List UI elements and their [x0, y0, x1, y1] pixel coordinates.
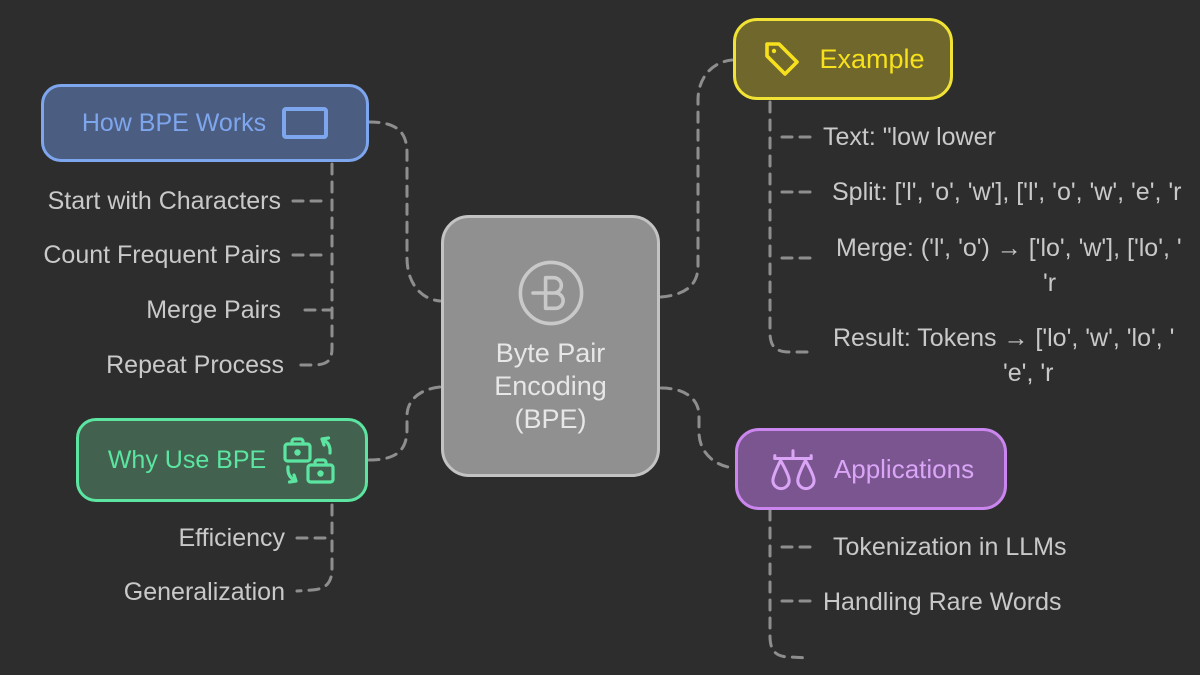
node-example-label: Example — [819, 43, 925, 74]
edge-why-to-center — [367, 385, 442, 462]
tree-how — [292, 162, 334, 367]
leaf-example-merge[interactable]: Merge: ('l', 'o') → ['lo', 'w'], ['lo', … — [836, 234, 1182, 262]
bpe-circle-b-icon — [518, 260, 583, 325]
node-byte-pair-encoding[interactable]: Byte Pair Encoding (BPE) — [441, 215, 660, 477]
leaf-example-merge-wrap[interactable]: 'r — [1043, 269, 1057, 297]
node-example[interactable]: Example — [733, 18, 953, 100]
edge-center-to-example — [659, 58, 734, 299]
leaf-merge-pairs[interactable]: Merge Pairs — [146, 296, 281, 324]
node-how-bpe-works[interactable]: How BPE Works — [41, 84, 369, 162]
leaf-example-result[interactable]: Result: Tokens → ['lo', 'w', 'lo', ' — [833, 324, 1175, 352]
leaf-repeat-process[interactable]: Repeat Process — [106, 351, 284, 379]
tree-why — [295, 503, 334, 593]
leaf-count-frequent-pairs[interactable]: Count Frequent Pairs — [43, 241, 281, 269]
node-applications[interactable]: Applications — [735, 428, 1007, 510]
leaf-efficiency[interactable]: Efficiency — [178, 524, 285, 552]
scale-icon — [771, 449, 816, 491]
briefcase-swap-icon — [283, 436, 335, 484]
tag-icon — [765, 42, 800, 76]
rectangle-icon — [282, 107, 329, 139]
leaf-generalization[interactable]: Generalization — [123, 578, 285, 606]
leaf-handling-rare-words[interactable]: Handling Rare Words — [823, 588, 1062, 616]
node-applications-label: Applications — [833, 453, 975, 484]
node-why-use-bpe[interactable]: Why Use BPE — [76, 418, 368, 502]
leaf-example-split[interactable]: Split: ['l', 'o', 'w'], ['l', 'o', 'w', … — [832, 178, 1182, 206]
node-how-bpe-works-label: How BPE Works — [81, 108, 267, 137]
edge-how-to-center — [367, 120, 442, 303]
center-title: Byte Pair Encoding (BPE) — [494, 337, 607, 434]
leaf-example-result-wrap[interactable]: 'e', 'r — [1003, 359, 1054, 387]
tree-example — [768, 100, 814, 354]
leaf-tokenization-in-llms[interactable]: Tokenization in LLMs — [833, 533, 1067, 561]
leaf-start-with-characters[interactable]: Start with Characters — [47, 187, 281, 215]
edge-center-to-applications — [659, 386, 736, 470]
leaf-example-text[interactable]: Text: "low lower — [823, 123, 996, 151]
tree-applications — [768, 508, 812, 660]
node-why-use-bpe-label: Why Use BPE — [107, 445, 267, 474]
